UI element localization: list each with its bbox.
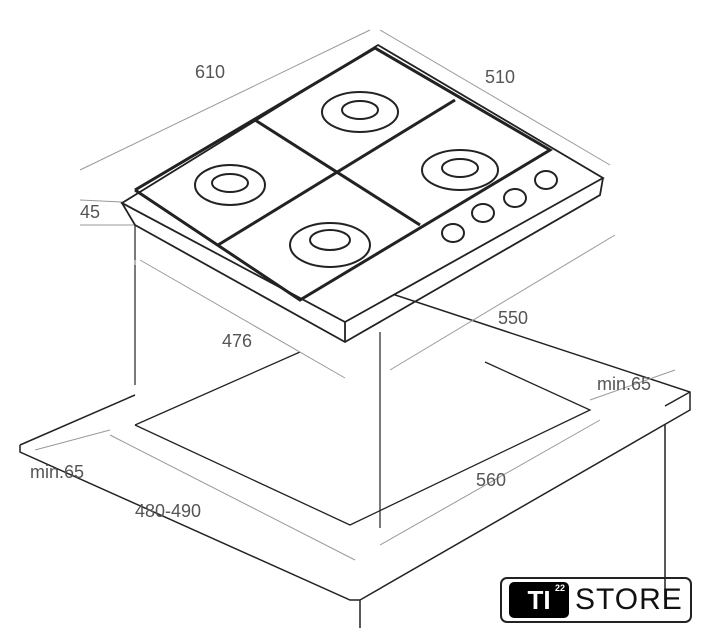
knob-3 [503,188,527,208]
dim-depth-510: 510 [485,67,515,87]
tistore-logo: TI 22 STORE [500,577,692,623]
gas-hob [120,43,605,344]
cutout [134,351,592,526]
dim-480-490: 480-490 [135,501,201,521]
knob-4 [534,170,558,190]
control-knobs [441,170,558,243]
knob-1 [441,223,465,243]
dim-width-610: 610 [195,62,225,82]
guide-lines [134,225,381,528]
logo-main: TI [527,584,551,615]
logo-superscript: 22 [554,583,565,593]
logo-text: STORE [575,583,683,616]
burners [194,91,499,268]
dim-min65-front: min.65 [30,462,84,482]
countertop [19,289,691,628]
dim-min65-back: min.65 [597,374,651,394]
dim-476: 476 [222,331,252,351]
dim-550: 550 [498,308,528,328]
knob-2 [471,203,495,223]
dim-height-45: 45 [80,202,100,222]
dimension-lines [34,29,676,561]
logo-mark: TI 22 [509,582,569,618]
dim-560: 560 [476,470,506,490]
